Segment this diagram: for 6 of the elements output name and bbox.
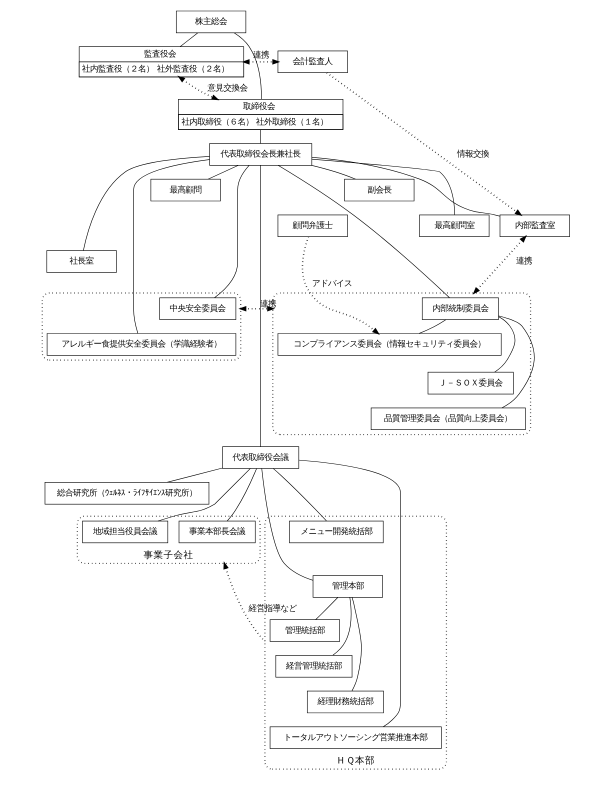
edge-label: アドバイス [312, 278, 352, 288]
edge-label: 情報交換 [456, 148, 489, 159]
edge-label: 連携 [516, 256, 532, 266]
edge-label: 経営指導など [248, 602, 296, 613]
edge-label: 連携 [252, 50, 269, 60]
edge-label: 意見交換会 [208, 82, 248, 92]
